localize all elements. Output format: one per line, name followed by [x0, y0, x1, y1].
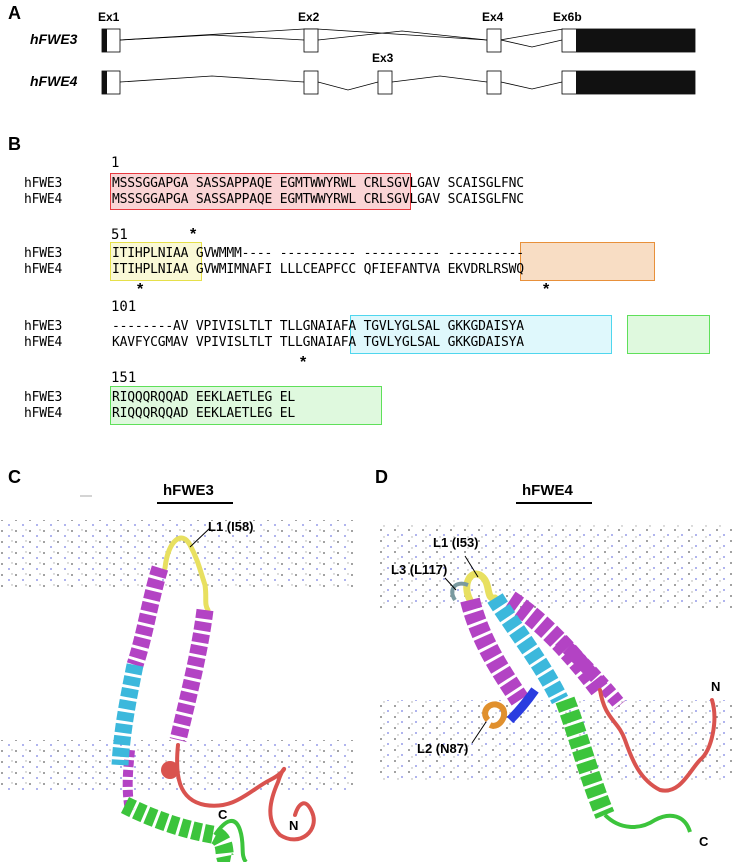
- helix-magenta-right: [169, 608, 214, 742]
- membrane-lower-layer: [0, 740, 355, 790]
- helix-blue: [506, 687, 539, 724]
- membrane-lower-layer: [375, 700, 733, 780]
- seq-row-hfwe4: MSSSGGAPGA SASSAPPAQE EGMTWWYRWL CRLSGVL…: [112, 192, 524, 207]
- gene-model-hfwe3: [119, 28, 564, 41]
- exon-2-hfwe3: [303, 28, 319, 53]
- seq-position-151: 151: [111, 370, 137, 386]
- panel-d-letter: D: [375, 467, 388, 487]
- loop-l1-yellow: [463, 570, 499, 604]
- variant-star: *: [190, 226, 197, 243]
- exon-label-ex3: Ex3: [372, 51, 394, 65]
- helix-magenta-2: [504, 591, 608, 697]
- highlight-orange: [520, 242, 655, 281]
- exon-2-hfwe4: [303, 70, 319, 95]
- loop-l2-label: L2 (N87): [417, 741, 469, 756]
- n-terminus-label: N: [711, 679, 721, 694]
- helix-magenta-left: [126, 565, 169, 668]
- loop-l3-label: L3 (L117): [391, 562, 448, 577]
- seq-position-51: 51: [111, 227, 128, 243]
- variant-star: *: [300, 354, 307, 371]
- title-underline: [157, 502, 233, 504]
- seq-name-hfwe3: hFWE3: [24, 246, 63, 261]
- helix-green: [555, 696, 615, 819]
- seq-row-hfwe4: KAVFYCGMAV VPIVISLTLT TLLGNAIAFA TGVLYGL…: [112, 335, 524, 350]
- membrane-upper-layer: [0, 520, 355, 590]
- variant-star: *: [137, 281, 144, 298]
- gene-label-hfwe3: hFWE3: [30, 31, 78, 47]
- seq-row-hfwe3: RIQQQRQQAD EEKLAETLEG EL: [112, 390, 296, 405]
- seq-name-hfwe4: hFWE4: [24, 192, 63, 207]
- seq-name-hfwe3: hFWE3: [24, 176, 63, 191]
- seq-row-hfwe4: ITIHPLNIAA GVWMIMNAFI LLLCEAPFCC QFIEFAN…: [112, 262, 524, 277]
- c-terminus-label: C: [699, 834, 709, 849]
- exon-3-hfwe4: [377, 70, 393, 95]
- exon-label-ex4: Ex4: [482, 10, 504, 24]
- helix-green: [120, 796, 235, 862]
- helix-cyan: [487, 593, 569, 705]
- highlight-green-2: [110, 386, 382, 425]
- structure-title-hfwe4: hFWE4: [522, 482, 573, 499]
- exon-label-ex6b: Ex6b: [553, 10, 582, 24]
- highlight-cyan: [350, 315, 612, 354]
- panel-c-letter: C: [8, 467, 21, 487]
- exon-4-hfwe3: [486, 28, 502, 53]
- seq-position-1: 1: [111, 155, 120, 171]
- seq-position-101: 101: [111, 299, 137, 315]
- loop-l1-label: L1 (I53): [433, 535, 479, 550]
- seq-name-hfwe4: hFWE4: [24, 406, 63, 421]
- seq-name-hfwe3: hFWE3: [24, 319, 63, 334]
- seq-row-hfwe3: --------AV VPIVISLTLT TLLGNAIAFA TGVLYGL…: [112, 319, 524, 334]
- exon-label-ex2: Ex2: [298, 10, 320, 24]
- seq-row-hfwe3: ITIHPLNIAA GVWMMM---- ---------- -------…: [112, 246, 524, 261]
- loop-l3: [450, 581, 469, 602]
- seq-name-hfwe4: hFWE4: [24, 335, 63, 350]
- variant-star: *: [543, 281, 550, 298]
- n-terminus-label: N: [289, 818, 299, 833]
- loop-l1-label: L1 (I58): [208, 519, 254, 534]
- highlight-red: [110, 173, 411, 210]
- loop-l1-yellow: [162, 535, 211, 613]
- structure-title-hfwe3: hFWE3: [163, 482, 214, 499]
- c-terminus-label: C: [218, 807, 228, 822]
- coil-red: [598, 688, 717, 793]
- highlight-green-1: [627, 315, 710, 354]
- title-underline: [516, 502, 592, 504]
- seq-row-hfwe4: RIQQQRQQAD EEKLAETLEG EL: [112, 406, 296, 421]
- helix-cyan: [111, 663, 144, 766]
- highlight-yellow: [110, 242, 202, 281]
- exon-label-ex1: Ex1: [98, 10, 120, 24]
- loop-l2-orange: [482, 701, 508, 729]
- seq-row-hfwe3: MSSSGGAPGA SASSAPPAQE EGMTWWYRWL CRLSGVL…: [112, 176, 524, 191]
- panel-b-letter: B: [8, 134, 21, 154]
- gene-structure-diagram: [101, 28, 696, 95]
- seq-name-hfwe3: hFWE3: [24, 390, 63, 405]
- seq-name-hfwe4: hFWE4: [24, 262, 63, 277]
- panel-a-letter: A: [8, 3, 21, 23]
- gene-label-hfwe4: hFWE4: [30, 73, 78, 89]
- exon-4-hfwe4: [486, 70, 502, 95]
- helix-magenta-1: [460, 597, 529, 706]
